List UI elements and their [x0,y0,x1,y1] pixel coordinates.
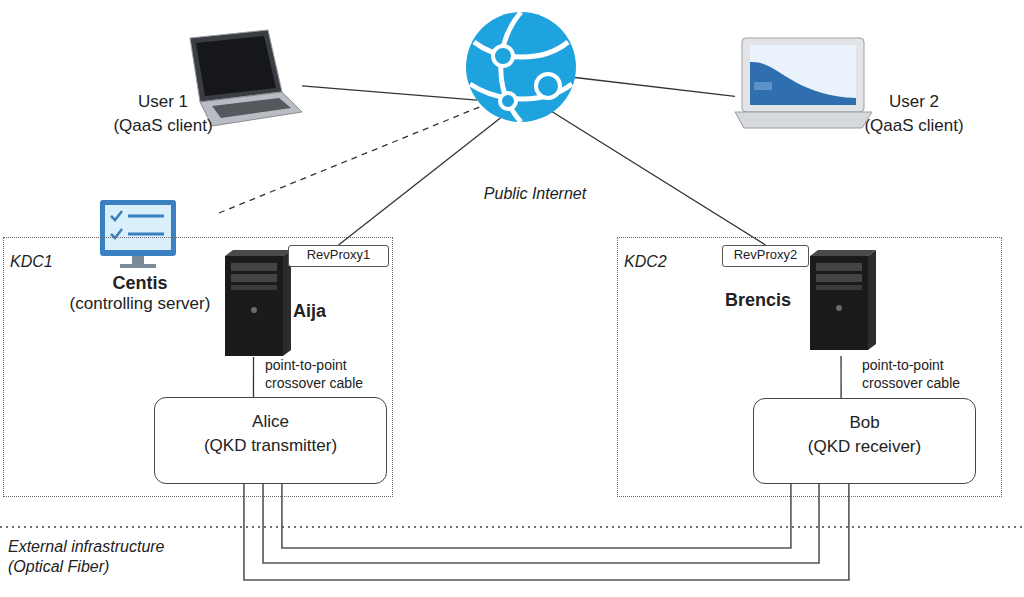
server-front [810,256,868,350]
optical-fiber [263,484,819,563]
node-subtitle: (QKD receiver) [754,437,975,457]
network-link [553,112,766,245]
laptop-lid [742,38,864,112]
node-title: Centis [61,273,219,295]
client-laptop: User 1 (QaaS client) [100,28,302,146]
network-link [575,77,735,96]
node-title: Public Internet [458,184,612,203]
drive-bay [816,263,862,271]
internet-globe: Public Internet [464,10,578,124]
list-line [128,233,164,236]
network-link [339,118,501,245]
node-subtitle: (QaaS client) [853,116,975,136]
monitor-screen [105,205,171,250]
reverse-proxy-tag: RevProxy1 [288,245,389,267]
controlling-server: Centis(controlling server) [61,199,219,311]
laptop-base [735,112,872,128]
reverse-proxy-tag: RevProxy2 [722,245,809,267]
annotation-label: point-to-point crossover cable [265,357,375,392]
node-title: KDC2 [624,252,704,271]
screen-chart [754,82,772,90]
node-title: Bob [754,413,975,433]
node-title: User 2 [853,92,975,112]
server-top [810,250,876,256]
server-tower-icon [810,250,876,350]
node-title: KDC1 [10,252,90,271]
annotation-label: point-to-point crossover cable [862,357,972,392]
node-title: Alice [155,412,386,432]
globe-body [466,12,576,122]
server-side [868,250,876,350]
node-subtitle: (QKD transmitter) [155,436,386,456]
drive-bay [816,285,862,290]
drive-bay [816,274,862,282]
globe-arc [474,42,568,57]
laptop-lid [190,30,282,102]
laptop-icon [735,38,872,128]
laptop-icon [190,30,302,126]
server-node: Aija [223,256,336,357]
laptop-screen [196,36,276,96]
server-tower-icon [225,250,291,356]
node-subtitle: (controlling server) [61,294,219,314]
qkd-device-box: Alice (QKD transmitter) [154,397,387,484]
globe-icon [466,12,576,122]
node-title: Aija [293,301,353,323]
monitor-base [120,264,156,268]
server-node: Brencis [723,256,873,356]
monitor-frame [100,200,176,256]
network-link [302,86,477,100]
crossover-cable [253,357,254,397]
control-link [219,106,482,213]
monitor-icon [100,200,176,268]
screen-chart [750,62,856,105]
list-line [128,215,164,218]
optical-fiber [282,484,791,548]
server-top [225,250,291,256]
drive-bay [231,285,277,290]
network-dot [500,93,516,109]
power-button [251,307,257,313]
check-mark [111,211,122,220]
node-subtitle: (QaaS client) [102,116,224,136]
node-title: RevProxy1 [289,247,388,263]
client-laptop: User 2 (QaaS client) [735,28,995,146]
network-dot [536,74,560,98]
monitor-stand [132,256,144,264]
annotation-label: External infrastructure (Optical Fiber) [8,537,173,577]
laptop-keyboard [212,98,291,118]
qkd-device-box: Bob (QKD receiver) [753,398,976,484]
node-title: Brencis [725,290,815,312]
server-front [225,256,283,356]
key-distribution-centre: KDC2 RevProxy2BrencisBob (QKD receiver) [617,237,1002,497]
laptop-screen [750,45,856,105]
crossover-cable [840,356,841,398]
drive-bay [231,263,277,271]
network-dot [493,46,513,66]
power-button [836,305,842,311]
node-title: User 1 [102,92,224,112]
optical-fiber [244,484,849,580]
node-title: RevProxy2 [723,247,808,263]
infrastructure-boundary [0,526,1024,528]
laptop-base [200,92,302,126]
drive-bay [231,274,277,282]
